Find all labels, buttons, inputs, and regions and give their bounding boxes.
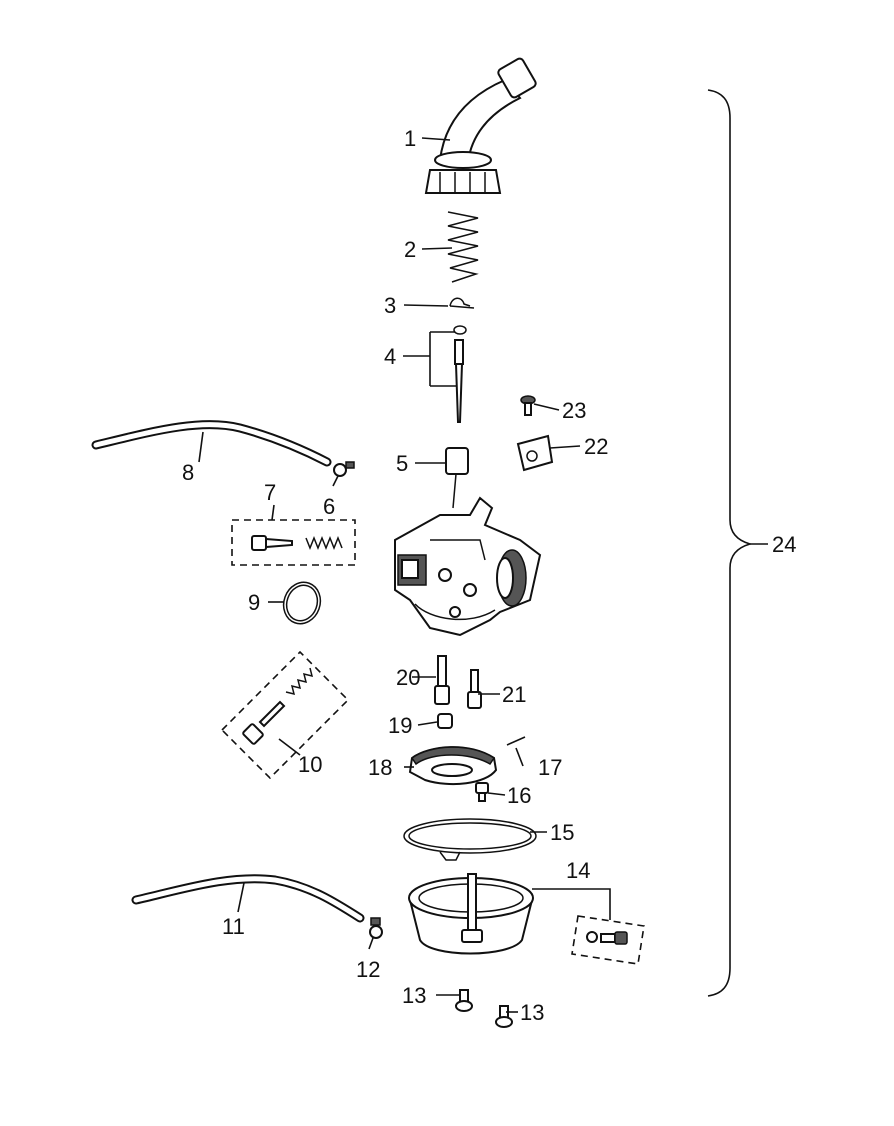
callout-16: 16 xyxy=(507,783,531,808)
part-15-gasket xyxy=(403,818,537,861)
brace-24 xyxy=(707,89,768,997)
callout-7: 7 xyxy=(264,480,276,505)
carburetor-body xyxy=(394,496,542,637)
callout-17: 17 xyxy=(538,755,562,780)
part-5-jet xyxy=(445,447,469,509)
callout-8: 8 xyxy=(182,460,194,485)
leader-lines xyxy=(198,137,611,1013)
part-13-screw-a xyxy=(455,989,473,1012)
callout-20: 20 xyxy=(396,665,420,690)
part-22-bracket xyxy=(516,434,554,472)
callout-13a: 13 xyxy=(402,983,426,1008)
part-6-clamp xyxy=(333,461,355,477)
callout-14: 14 xyxy=(566,858,590,883)
part-4-needle xyxy=(453,325,467,423)
part-20-screw xyxy=(434,655,450,705)
part-18-float xyxy=(408,746,498,786)
callout-15: 15 xyxy=(550,820,574,845)
callout-11: 11 xyxy=(222,914,245,939)
part-10-idle-screw-set xyxy=(220,650,350,780)
part-19-nut xyxy=(437,713,453,729)
callout-18: 18 xyxy=(368,755,392,780)
callout-10: 10 xyxy=(298,752,322,777)
callout-12: 12 xyxy=(356,957,380,982)
part-1-elbow-cap xyxy=(424,57,537,194)
callout-23: 23 xyxy=(562,398,586,423)
callout-2: 2 xyxy=(404,237,416,262)
part-11-hose xyxy=(131,874,365,923)
callout-21: 21 xyxy=(502,682,526,707)
callout-6: 6 xyxy=(323,494,335,519)
callout-19: 19 xyxy=(388,713,412,738)
part-14-drain-screw-set xyxy=(571,915,645,965)
callout-24: 24 xyxy=(772,532,796,557)
part-12-clamp xyxy=(369,917,383,939)
callout-3: 3 xyxy=(384,293,396,318)
part-21-jet xyxy=(467,669,482,709)
part-17-pin xyxy=(506,736,526,746)
callout-4: 4 xyxy=(384,344,396,369)
callout-13b: 13 xyxy=(520,1000,544,1025)
part-13-screw-b xyxy=(495,1005,513,1028)
part-7-pilot-screw-set xyxy=(231,519,356,566)
part-23-screw xyxy=(520,395,536,416)
part-9-o-ring xyxy=(282,581,322,625)
callout-1: 1 xyxy=(404,126,416,151)
callout-9: 9 xyxy=(248,590,260,615)
part-14-float-bowl xyxy=(408,873,534,955)
part-8-hose xyxy=(91,420,332,467)
callout-22: 22 xyxy=(584,434,608,459)
part-3-clip xyxy=(449,297,475,309)
part-2-spring xyxy=(447,211,479,283)
part-16-float-needle xyxy=(475,782,489,802)
callout-labels: 1 2 3 4 5 6 7 8 9 10 11 12 13 13 14 15 1… xyxy=(182,126,796,1025)
callout-5: 5 xyxy=(396,451,408,476)
